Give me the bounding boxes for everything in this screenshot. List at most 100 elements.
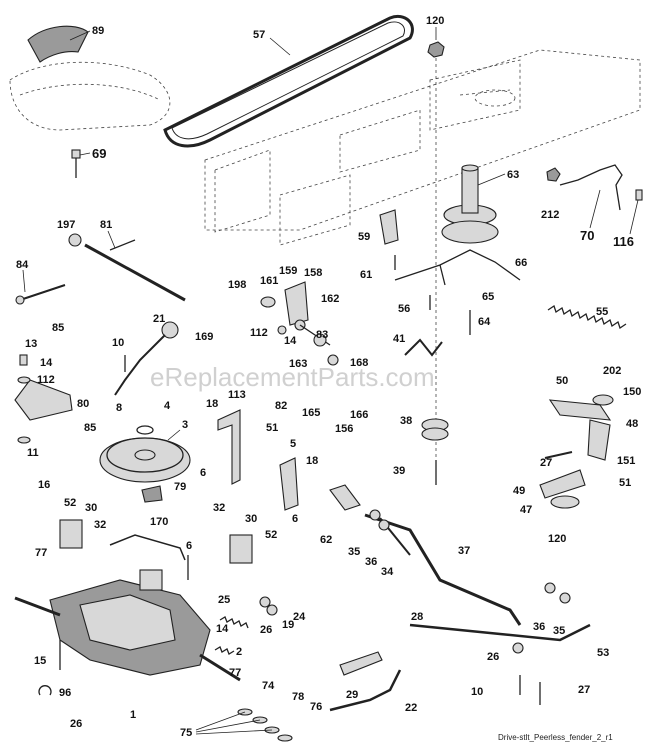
part-57-belt [163, 15, 414, 148]
part-79-key [141, 485, 163, 503]
label-6-mid: 6 [292, 513, 298, 525]
label-56: 56 [398, 303, 410, 315]
label-163: 163 [289, 358, 307, 370]
label-51-right: 51 [619, 477, 631, 489]
label-3: 3 [182, 419, 188, 431]
label-198: 198 [228, 279, 246, 291]
label-112-left: 112 [37, 374, 55, 386]
label-85-left: 85 [84, 422, 96, 434]
part-63-pulley [441, 164, 499, 244]
label-82: 82 [275, 400, 287, 412]
label-37: 37 [458, 545, 470, 557]
part-81-shaft [84, 243, 186, 302]
part-34-rod [364, 513, 522, 626]
label-62: 62 [320, 534, 332, 546]
part-70-rod [559, 164, 623, 211]
part-62-spacer [329, 484, 361, 511]
label-75: 75 [180, 727, 192, 739]
diagram-caption: Drive-stlt_Peerless_fender_2_r1 [498, 733, 613, 742]
label-169: 169 [195, 331, 213, 343]
label-4: 4 [164, 400, 171, 412]
left-hardware-stack [17, 354, 31, 444]
part-59-bracket [379, 209, 399, 245]
part-80-bracket [14, 379, 73, 421]
label-165: 165 [302, 407, 320, 419]
label-120-top: 120 [426, 15, 444, 27]
label-29: 29 [346, 689, 358, 701]
label-57: 57 [253, 29, 265, 41]
label-83: 83 [316, 329, 328, 341]
label-212: 212 [541, 209, 559, 221]
label-65: 65 [482, 291, 494, 303]
idler-arm-assembly [539, 394, 614, 509]
label-66: 66 [515, 257, 527, 269]
label-197: 197 [57, 219, 75, 231]
part-21-knob [161, 321, 179, 339]
label-69: 69 [92, 146, 106, 161]
part-labels: 89 69 57 120 63 212 70 116 197 81 59 66 … [16, 15, 641, 739]
part-55-spring [547, 304, 627, 330]
label-38: 38 [400, 415, 412, 427]
part-30-plate-right [229, 534, 253, 564]
label-63: 63 [507, 169, 519, 181]
label-64: 64 [478, 316, 491, 328]
part-5-bracket [279, 457, 299, 511]
label-77-mid: 77 [229, 667, 241, 679]
label-116: 116 [613, 234, 634, 249]
part-3-pulley [99, 425, 191, 483]
label-53: 53 [597, 647, 609, 659]
label-51-mid: 51 [266, 422, 278, 434]
part-22-rod [329, 669, 402, 712]
label-113: 113 [228, 389, 246, 401]
label-77-left: 77 [35, 547, 47, 559]
label-22: 22 [405, 702, 417, 714]
label-78: 78 [292, 691, 304, 703]
label-59: 59 [358, 231, 370, 243]
label-30-mid: 30 [245, 513, 257, 525]
label-85-top: 85 [52, 322, 64, 334]
label-89: 89 [92, 25, 104, 37]
part-170-bracket [109, 534, 186, 561]
label-76: 76 [310, 701, 322, 713]
label-21: 21 [153, 313, 165, 325]
label-36-left: 36 [365, 556, 377, 568]
label-32-mid: 32 [213, 502, 225, 514]
label-50: 50 [556, 375, 568, 387]
part-66-bracket [394, 249, 521, 281]
label-84: 84 [16, 259, 29, 271]
watermark-text: eReplacementParts.com [150, 362, 435, 392]
misc-hardware [38, 255, 571, 705]
part-38-pulley [421, 418, 449, 441]
label-13: 13 [25, 338, 37, 350]
part-81-arm [109, 239, 136, 251]
label-10-right: 10 [471, 686, 483, 698]
label-18-mid: 18 [306, 455, 318, 467]
label-5: 5 [290, 438, 296, 450]
label-2: 2 [236, 646, 242, 658]
label-158: 158 [304, 267, 322, 279]
label-159: 159 [279, 265, 297, 277]
label-32-left: 32 [94, 519, 106, 531]
label-70: 70 [580, 228, 594, 243]
label-11: 11 [27, 447, 39, 459]
label-26-right: 26 [487, 651, 499, 663]
label-55: 55 [596, 306, 608, 318]
label-47: 47 [520, 504, 532, 516]
label-28: 28 [411, 611, 423, 623]
part-8-lever [114, 334, 166, 396]
part-25-spring [219, 616, 249, 629]
label-36-right: 36 [533, 621, 545, 633]
part-41-bracket [404, 338, 443, 357]
label-35-right: 35 [553, 625, 565, 637]
part-30-plate-left [59, 519, 83, 549]
label-80: 80 [77, 398, 89, 410]
label-41: 41 [393, 333, 405, 345]
part-66-bracket-b [439, 264, 446, 286]
part-113-bracket [217, 409, 241, 485]
part-212-nut [546, 167, 561, 182]
label-161: 161 [260, 275, 278, 287]
label-168: 168 [350, 357, 368, 369]
label-16: 16 [38, 479, 50, 491]
label-19: 19 [282, 619, 294, 631]
